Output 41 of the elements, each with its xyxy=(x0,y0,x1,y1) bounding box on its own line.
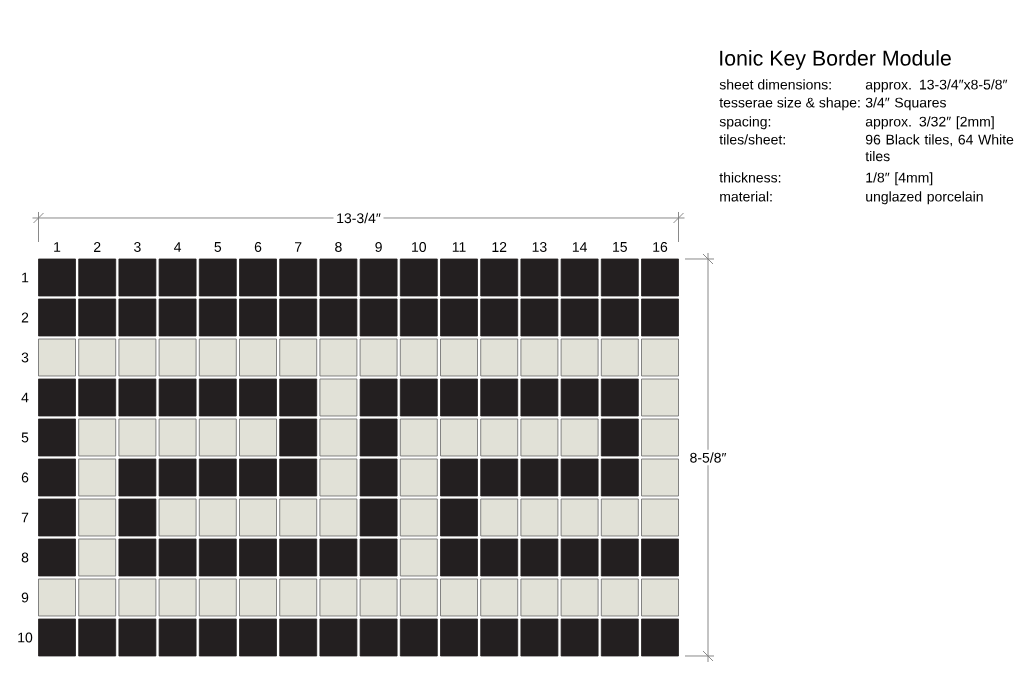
dimension-label: 8-5/8″ xyxy=(686,449,730,466)
row-number: 10 xyxy=(18,632,33,643)
spec-label: material: xyxy=(720,191,772,202)
row-number: 5 xyxy=(21,432,29,443)
spec-value: approx. 3/32″ [2mm] xyxy=(865,116,994,130)
column-number: 12 xyxy=(492,242,507,252)
row-number: 8 xyxy=(21,552,29,563)
spec-label: tesserae size & shape: xyxy=(719,97,860,111)
row-number: 1 xyxy=(22,272,29,283)
spec-label: thickness: xyxy=(719,172,781,183)
spec-value: 96 Black tiles, 64 White tiles xyxy=(865,134,1014,162)
column-number: 10 xyxy=(412,242,427,252)
row-number: 2 xyxy=(21,312,29,323)
spec-label: spacing: xyxy=(719,116,771,130)
column-number: 16 xyxy=(653,242,668,252)
column-number: 7 xyxy=(295,242,302,252)
column-number: 4 xyxy=(174,242,182,252)
row-number: 7 xyxy=(21,512,29,523)
column-number: 14 xyxy=(572,242,587,252)
column-number: 11 xyxy=(452,242,466,252)
column-number: 3 xyxy=(134,242,141,252)
column-number: 6 xyxy=(254,242,262,252)
spec-value: 1/8″ [4mm] xyxy=(866,172,933,186)
row-number: 4 xyxy=(21,392,29,403)
row-number: 3 xyxy=(21,352,29,363)
column-number: 2 xyxy=(94,242,101,252)
dimension-label: 13-3/4″ xyxy=(333,210,384,226)
column-number: 1 xyxy=(54,242,61,252)
column-number: 8 xyxy=(335,242,342,252)
row-number: 9 xyxy=(21,592,29,603)
spec-value: approx. 13-3/4″x8-5/8″ xyxy=(865,79,1008,93)
spec-label: tiles/sheet: xyxy=(719,134,785,145)
column-number: 5 xyxy=(214,242,222,252)
spec-value: 3/4″ Squares xyxy=(865,97,946,111)
column-number: 13 xyxy=(532,242,547,252)
row-number: 6 xyxy=(21,472,29,483)
spec-value: unglazed porcelain xyxy=(866,191,983,205)
column-number: 9 xyxy=(375,242,382,252)
column-number: 15 xyxy=(613,242,627,252)
title: Ionic Key Border Module xyxy=(720,50,951,70)
spec-label: sheet dimensions: xyxy=(719,79,831,90)
